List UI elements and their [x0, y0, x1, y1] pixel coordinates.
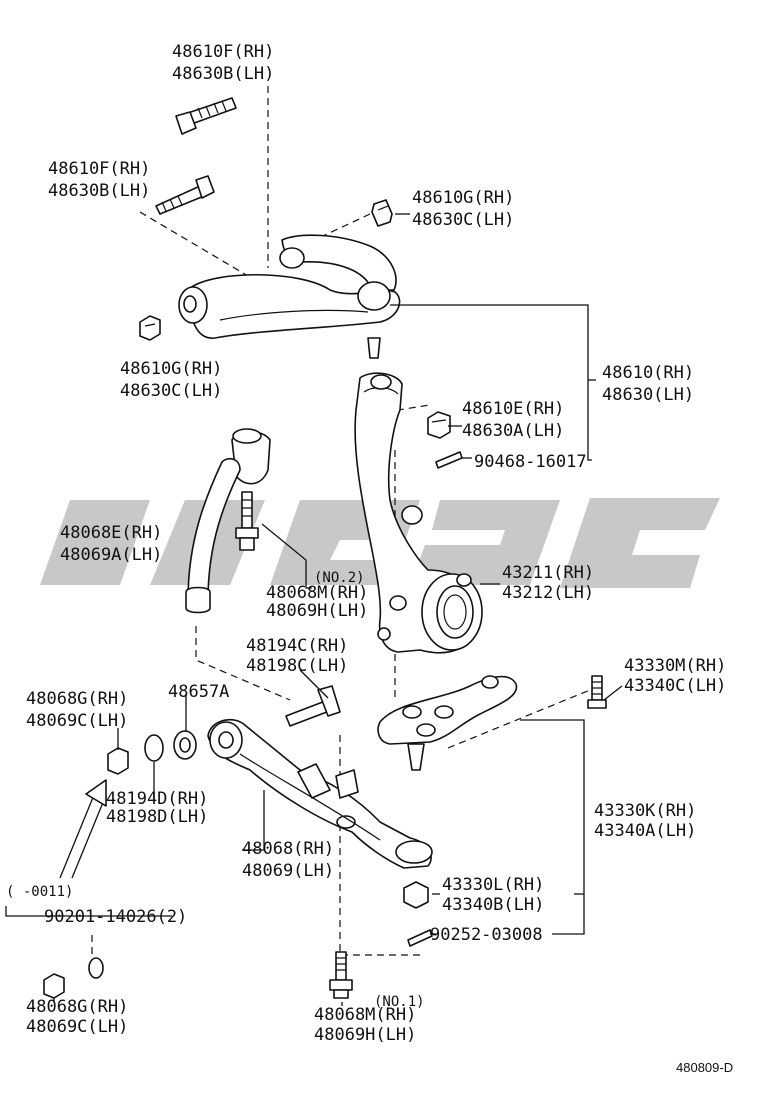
svg-text:48069(LH): 48069(LH): [242, 861, 334, 881]
upper-control-arm[interactable]: [178, 234, 401, 359]
label-upper-nut-left: 48610G(RH) 48630C(LH): [120, 359, 222, 401]
svg-text:48069A(LH): 48069A(LH): [60, 545, 162, 565]
label-range-note: ( -0011): [6, 884, 73, 900]
label-knuckle: 43211(RH) 43212(LH): [502, 563, 594, 603]
svg-text:48610E(RH): 48610E(RH): [462, 399, 564, 419]
svg-text:480809-D: 480809-D: [676, 1060, 733, 1075]
svg-text:48610F(RH): 48610F(RH): [172, 42, 274, 62]
label-upper-bolt-left: 48610F(RH) 48630B(LH): [48, 159, 150, 201]
label-upper-arm-assy: 48610(RH) 48630(LH): [602, 363, 694, 405]
lower-balljoint[interactable]: [377, 675, 518, 771]
svg-text:48610G(RH): 48610G(RH): [412, 188, 514, 208]
bolt-48194c[interactable]: [285, 685, 341, 727]
upper-bolt-left[interactable]: [155, 175, 215, 215]
svg-text:48630A(LH): 48630A(LH): [462, 421, 564, 441]
svg-text:48069H(LH): 48069H(LH): [314, 1025, 416, 1045]
bolt-no1[interactable]: [329, 951, 353, 999]
svg-text:43211(RH): 43211(RH): [502, 563, 594, 583]
svg-text:48630B(LH): 48630B(LH): [172, 64, 274, 84]
label-strut-bar: 48068E(RH) 48069A(LH): [60, 523, 162, 565]
lower-control-arm[interactable]: [207, 718, 433, 869]
steering-knuckle[interactable]: [354, 372, 483, 654]
label-cushion: 48657A: [168, 682, 229, 702]
svg-text:48610(RH): 48610(RH): [602, 363, 694, 383]
svg-text:48198D(LH): 48198D(LH): [106, 807, 208, 827]
svg-text:48630C(LH): 48630C(LH): [412, 210, 514, 230]
svg-text:43340C(LH): 43340C(LH): [624, 676, 726, 696]
svg-text:48630B(LH): 48630B(LH): [48, 181, 150, 201]
svg-text:43340A(LH): 43340A(LH): [594, 821, 696, 841]
svg-text:(NO.2): (NO.2): [314, 570, 365, 586]
svg-text:48068G(RH): 48068G(RH): [26, 997, 128, 1017]
svg-text:48657A: 48657A: [168, 682, 229, 702]
strut-bar[interactable]: [185, 428, 271, 614]
label-cotter-pin-upper: 90468-16017: [474, 452, 587, 472]
cotter-pin-lower[interactable]: [407, 929, 433, 947]
lower-bolt-right[interactable]: [587, 675, 607, 709]
svg-text:48068G(RH): 48068G(RH): [26, 689, 128, 709]
svg-text:48068M(RH): 48068M(RH): [314, 1005, 416, 1025]
label-upper-nut-right: 48610G(RH) 48630C(LH): [412, 188, 514, 230]
cushion-48657a[interactable]: [173, 730, 197, 760]
label-bolt-no2: (NO.2) 48068M(RH) 48069H(LH): [266, 570, 368, 621]
label-bolt-48194c: 48194C(RH) 48198C(LH): [246, 636, 348, 676]
upper-nut-left[interactable]: [139, 315, 161, 341]
nut-48068g-upper[interactable]: [107, 747, 129, 775]
svg-text:43212(LH): 43212(LH): [502, 583, 594, 603]
lower-balljoint-nut[interactable]: [403, 881, 429, 909]
svg-text:90201-14026(2): 90201-14026(2): [44, 907, 187, 927]
upper-bolt-top[interactable]: [175, 97, 237, 135]
leader-lines: [5, 213, 623, 1006]
cotter-pin-upper[interactable]: [435, 451, 463, 469]
label-nut-48068g-upper: 48068G(RH) 48069C(LH): [26, 689, 128, 731]
upper-nut-right[interactable]: [371, 199, 393, 227]
svg-text:48069H(LH): 48069H(LH): [266, 601, 368, 621]
svg-text:48198C(LH): 48198C(LH): [246, 656, 348, 676]
label-upper-balljoint-nut: 48610E(RH) 48630A(LH): [462, 399, 564, 441]
label-upper-bolt-top: 48610F(RH) 48630B(LH): [172, 42, 274, 84]
nut-48068g-lower[interactable]: [43, 957, 104, 999]
label-nut-48068g-lower: 48068G(RH) 48069C(LH): [26, 997, 128, 1037]
svg-text:90468-16017: 90468-16017: [474, 452, 587, 472]
svg-text:43330K(RH): 43330K(RH): [594, 801, 696, 821]
washer-48194d[interactable]: [144, 734, 164, 762]
svg-text:48194C(RH): 48194C(RH): [246, 636, 348, 656]
svg-text:48068(RH): 48068(RH): [242, 839, 334, 859]
svg-text:48194D(RH): 48194D(RH): [106, 789, 208, 809]
label-lower-bolt-right: 43330M(RH) 43340C(LH): [624, 656, 726, 696]
svg-text:48069C(LH): 48069C(LH): [26, 711, 128, 731]
label-lower-balljoint: 43330K(RH) 43340A(LH): [594, 801, 696, 841]
label-cotter-pin-lower: 90252-03008: [430, 925, 543, 945]
label-lower-arm: 48068(RH) 48069(LH): [242, 839, 334, 881]
assembly-guides: [91, 86, 591, 960]
svg-text:43330L(RH): 43330L(RH): [442, 875, 544, 895]
svg-text:48630(LH): 48630(LH): [602, 385, 694, 405]
svg-text:43340B(LH): 43340B(LH): [442, 895, 544, 915]
svg-text:48068M(RH): 48068M(RH): [266, 583, 368, 603]
svg-text:(NO.1): (NO.1): [374, 994, 425, 1010]
svg-text:( -0011): ( -0011): [6, 884, 73, 900]
svg-text:48630C(LH): 48630C(LH): [120, 381, 222, 401]
label-bolt-no1: (NO.1) 48068M(RH) 48069H(LH): [314, 994, 425, 1045]
arrow-up-icon: [59, 779, 107, 879]
label-washer-48194d: 48194D(RH) 48198D(LH): [106, 789, 208, 827]
svg-text:48610F(RH): 48610F(RH): [48, 159, 150, 179]
svg-text:48610G(RH): 48610G(RH): [120, 359, 222, 379]
svg-text:48068E(RH): 48068E(RH): [60, 523, 162, 543]
figure-code: 480809-D: [676, 1060, 733, 1075]
upper-balljoint-nut[interactable]: [427, 411, 451, 439]
label-lower-balljoint-nut: 43330L(RH) 43340B(LH): [442, 875, 544, 915]
svg-text:48069C(LH): 48069C(LH): [26, 1017, 128, 1037]
svg-text:90252-03008: 90252-03008: [430, 925, 543, 945]
bolt-no2[interactable]: [235, 491, 259, 551]
label-nut-90201: 90201-14026(2): [44, 907, 187, 927]
svg-text:43330M(RH): 43330M(RH): [624, 656, 726, 676]
